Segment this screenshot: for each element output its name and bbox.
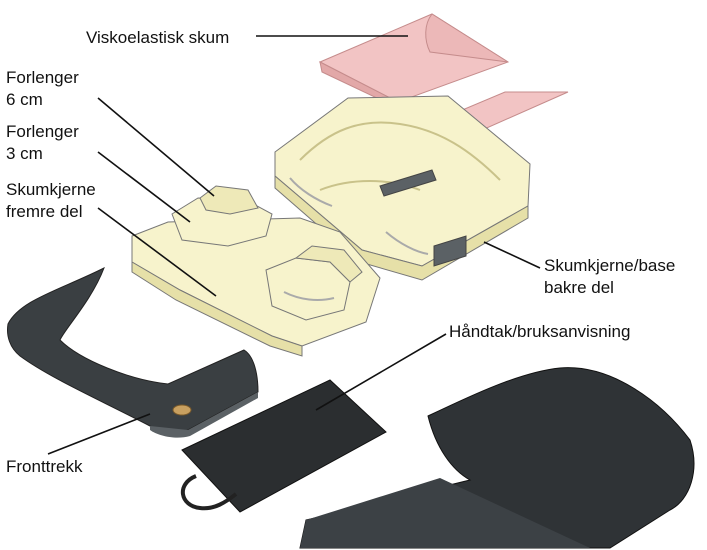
leader-lines — [47, 35, 541, 455]
label-line: 3 cm — [6, 144, 43, 163]
label-line: Forlenger — [6, 68, 79, 87]
label-skumkjerne-fremre: Skumkjerne fremre del — [6, 179, 96, 223]
label-forlenger-3cm: Forlenger 3 cm — [6, 121, 79, 165]
label-forlenger-6cm: Forlenger 6 cm — [6, 67, 79, 111]
viscoelastic-foam-layer — [318, 13, 569, 151]
foam-base-rear — [274, 95, 531, 281]
label-line: Forlenger — [6, 122, 79, 141]
rear-cover — [299, 367, 695, 549]
label-line: Skumkjerne — [6, 180, 96, 199]
label-line: Fronttrekk — [6, 457, 83, 476]
label-skumkjerne-bakre: Skumkjerne/base bakre del — [544, 255, 675, 299]
label-viskoelastisk-skum: Viskoelastisk skum — [86, 27, 229, 49]
label-fronttrekk: Fronttrekk — [6, 456, 83, 478]
front-cover — [7, 266, 259, 438]
label-line: bakre del — [544, 278, 614, 297]
label-line: 6 cm — [6, 90, 43, 109]
label-line: Skumkjerne/base — [544, 256, 676, 275]
handle-manual-sheet — [180, 379, 387, 513]
label-handtak: Håndtak/bruksanvisning — [449, 321, 630, 343]
label-line: Viskoelastisk skum — [86, 28, 230, 47]
label-line: Håndtak/bruksanvisning — [449, 322, 631, 341]
foam-core-front — [131, 185, 381, 357]
label-line: fremre del — [6, 202, 83, 221]
